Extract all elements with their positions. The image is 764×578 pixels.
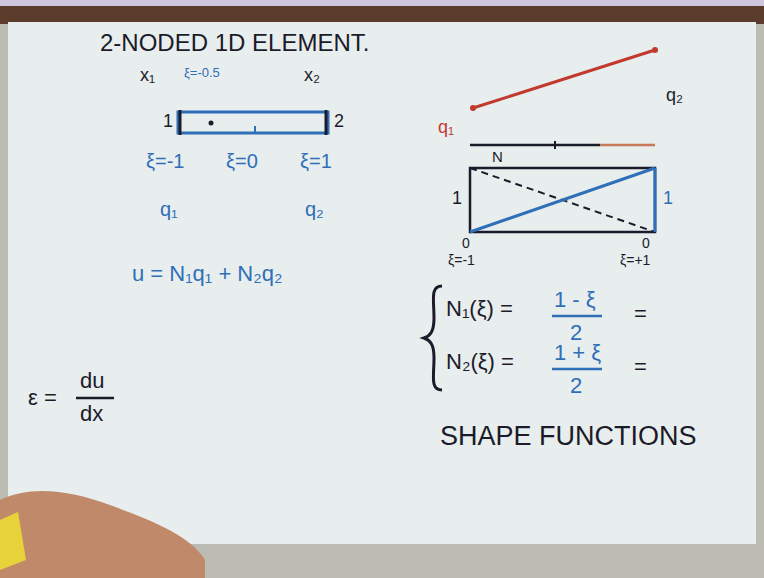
fraction-bar xyxy=(76,397,114,400)
handwritten-label: q₂ xyxy=(305,198,324,220)
handwritten-label: 2 xyxy=(334,112,344,132)
hand xyxy=(0,491,205,578)
n1-line xyxy=(470,168,655,232)
mid-tick xyxy=(554,141,556,149)
handwritten-label: 0 xyxy=(462,236,470,251)
brace xyxy=(424,286,442,390)
handwritten-label: ξ=+1 xyxy=(620,253,650,268)
mid-tick xyxy=(254,126,256,133)
node-tick xyxy=(325,110,328,135)
handwritten-label: q₁ xyxy=(438,118,454,138)
handwritten-label: q₁ xyxy=(160,198,178,220)
handwritten-label: 1 xyxy=(663,189,673,209)
handwritten-label: ξ=0 xyxy=(226,150,258,172)
handwritten-label: 1 xyxy=(163,112,173,132)
handwritten-label: SHAPE FUNCTIONS xyxy=(440,422,697,452)
handwritten-label: N xyxy=(492,149,503,166)
handwritten-label: = xyxy=(634,302,647,326)
parent-line xyxy=(470,144,600,147)
board-frame xyxy=(0,6,764,24)
parent-line xyxy=(600,144,655,147)
marker xyxy=(0,512,26,570)
handwritten-label: 1 + ξ xyxy=(554,341,601,365)
handwritten-label: x₂ xyxy=(304,66,320,86)
node-tick xyxy=(179,110,182,135)
handwritten-label: ξ=-0.5 xyxy=(184,66,220,80)
handwritten-label: 2 xyxy=(570,374,582,398)
handwritten-label: 0 xyxy=(642,236,650,251)
handwritten-label: q₂ xyxy=(666,86,683,106)
point-marker xyxy=(209,121,214,126)
n2-edge xyxy=(654,168,657,232)
handwritten-label: ξ=-1 xyxy=(146,150,184,172)
handwritten-label: ξ=-1 xyxy=(448,253,475,268)
handwritten-label: N₂(ξ) = xyxy=(446,350,514,374)
handwritten-label: = xyxy=(634,355,647,379)
handwritten-label: ε = xyxy=(28,386,57,410)
board-surface xyxy=(8,22,756,544)
handwritten-label: ξ=1 xyxy=(300,150,332,172)
handwritten-label: N₁(ξ) = xyxy=(446,297,513,321)
handwritten-label: x₁ xyxy=(140,66,155,86)
handwritten-label: u = N₁q₁ + N₂q₂ xyxy=(132,262,283,286)
handwritten-label: du xyxy=(80,369,104,393)
element-bar xyxy=(178,112,328,133)
node-dot xyxy=(652,47,658,53)
handwritten-label: dx xyxy=(80,402,103,426)
handwritten-label: 1 - ξ xyxy=(554,288,596,312)
node-dot xyxy=(470,105,476,111)
fraction-bar xyxy=(552,315,602,318)
n2-line xyxy=(470,168,655,232)
fraction-bar xyxy=(552,368,602,371)
element-line xyxy=(473,50,655,108)
plot-box xyxy=(470,168,655,232)
top-strip xyxy=(0,0,764,6)
title: 2-NODED 1D ELEMENT. xyxy=(100,30,369,56)
handwritten-label: 1 xyxy=(452,189,462,209)
